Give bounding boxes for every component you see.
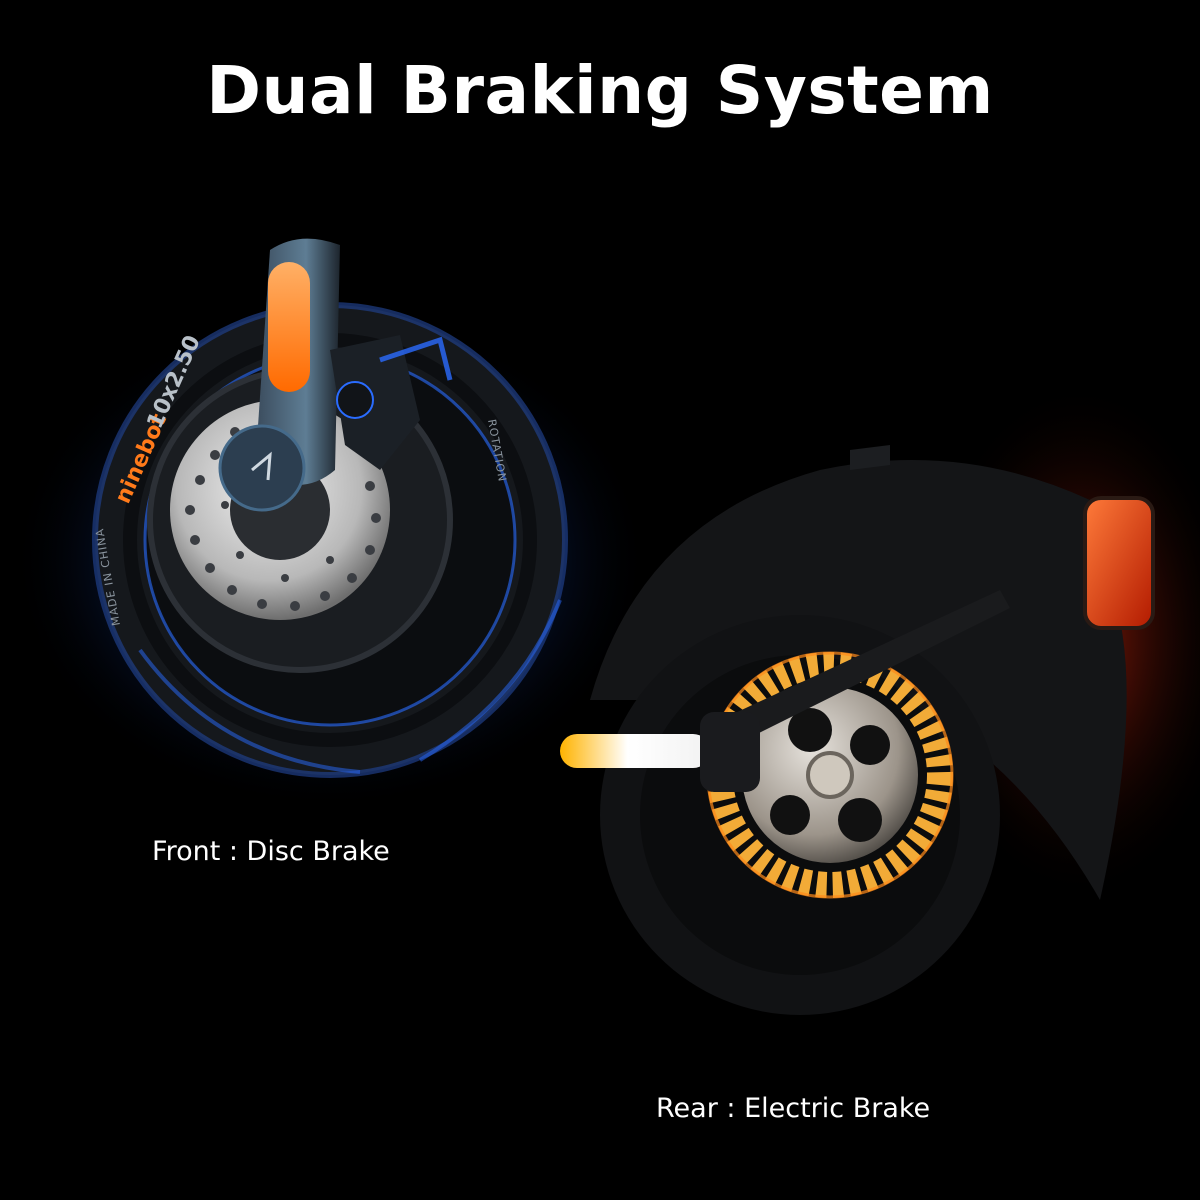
rear-caption: Rear : Electric Brake	[656, 1093, 931, 1124]
headline: Dual Braking System	[206, 52, 994, 129]
front-caption: Front : Disc Brake	[152, 836, 390, 867]
front-wheel-illustration: ninebot 10x2.50 MADE IN CHINA ROTATION	[10, 238, 650, 810]
rear-wheel-illustration	[560, 380, 1200, 1015]
